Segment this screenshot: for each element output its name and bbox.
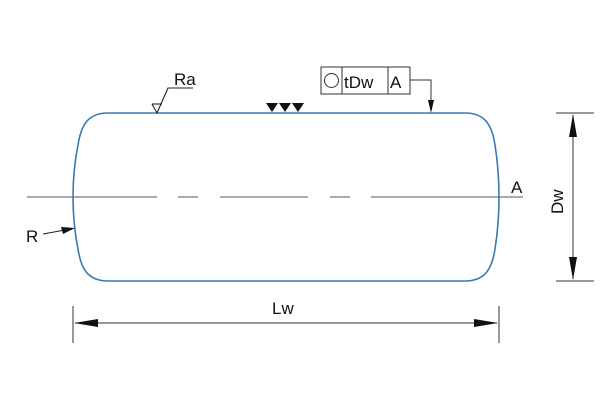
length-arrow-right-icon <box>474 319 498 327</box>
length-dimension <box>72 306 500 343</box>
fcf-datum: A <box>390 73 402 92</box>
diameter-label: Dw <box>548 189 567 214</box>
feature-control-frame: tDw A <box>320 66 434 113</box>
fcf-leader-arrow-icon <box>428 100 434 113</box>
radius-label: R <box>26 227 38 246</box>
diameter-dimension <box>556 112 594 282</box>
length-label: Lw <box>272 299 294 318</box>
length-arrow-left-icon <box>74 319 98 327</box>
fcf-tolerance: tDw <box>344 73 374 92</box>
finish-triangles-icon <box>266 103 304 112</box>
diameter-arrow-top-icon <box>569 114 577 137</box>
radius-arrow-icon <box>61 227 75 234</box>
roughness-symbol <box>151 87 193 115</box>
roller-outline <box>72 112 500 282</box>
roughness-label: Ra <box>174 70 196 89</box>
diameter-arrow-bottom-icon <box>569 257 577 280</box>
circularity-icon <box>324 73 339 88</box>
datum-label: A <box>511 178 523 197</box>
